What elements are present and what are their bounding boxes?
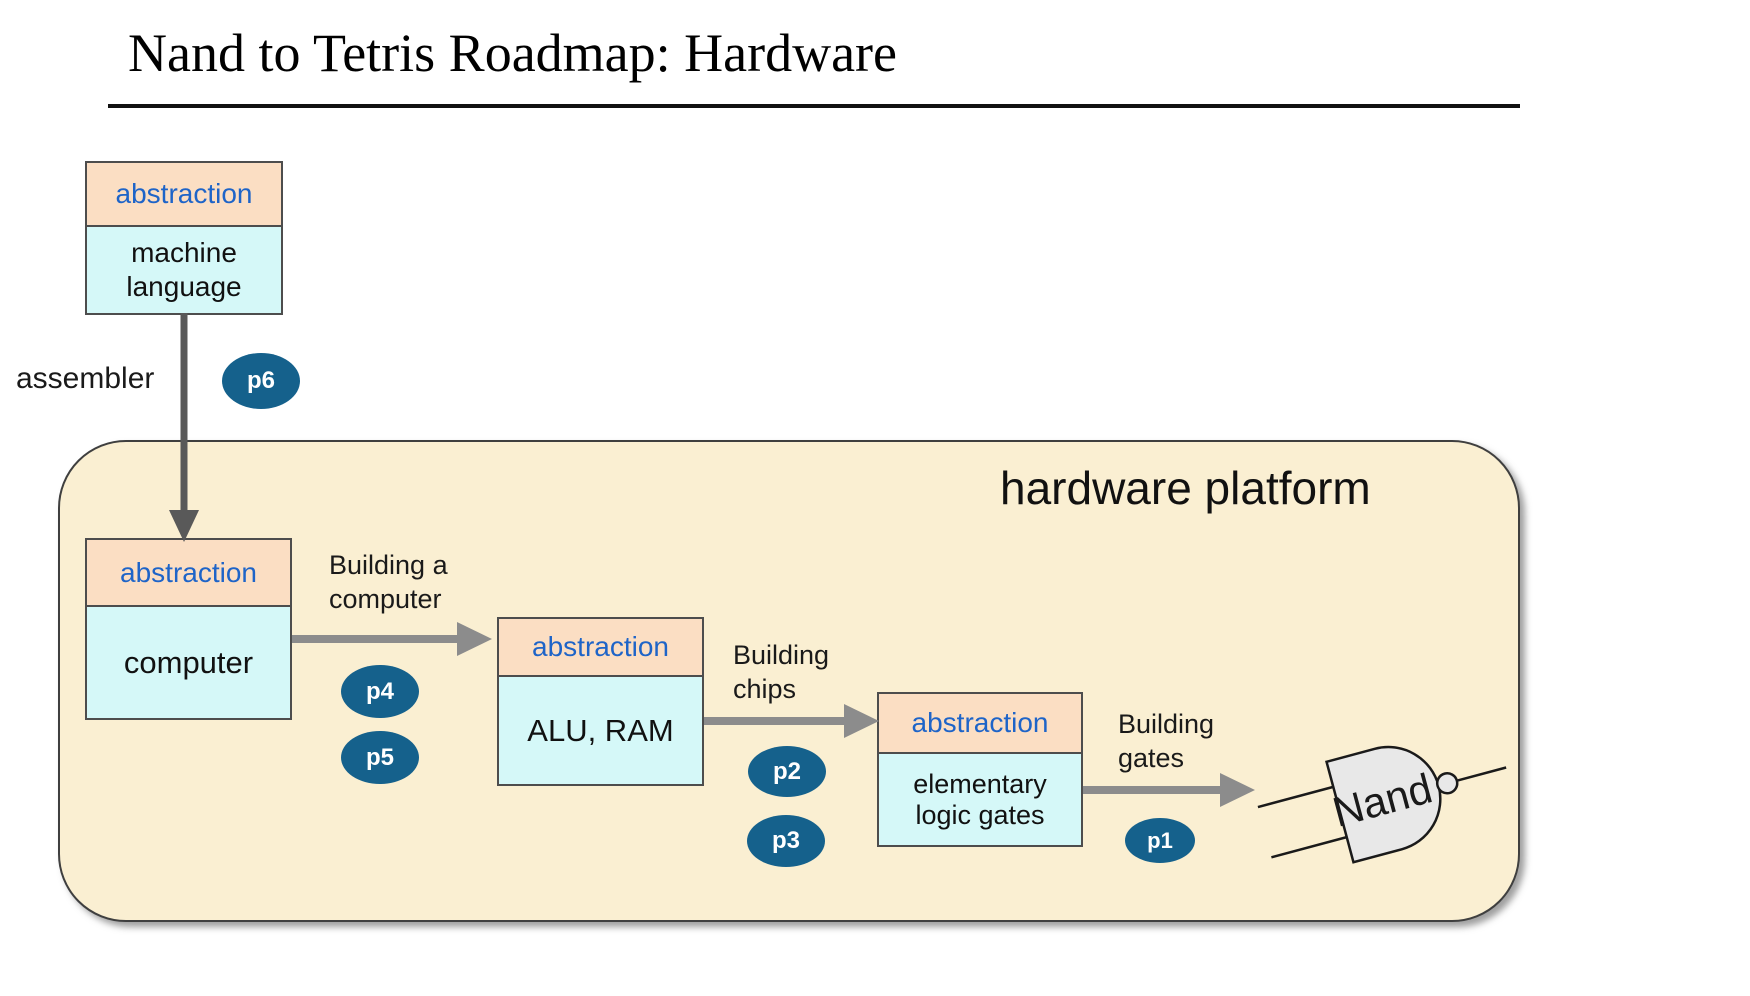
building-computer-label: Building a computer (329, 548, 448, 616)
badge-p4: p4 (341, 665, 419, 718)
machine-language-box-body: machine language (126, 237, 242, 302)
building-chips-line1: Building (733, 640, 830, 670)
building-gates-line1: Building (1118, 709, 1215, 739)
logic-gates-box-body: elementary logic gates (913, 768, 1047, 830)
alu-ram-box-body: ALU, RAM (527, 712, 674, 748)
building-chips-line2: chips (733, 674, 797, 704)
logic-gates-box-header: abstraction (879, 694, 1081, 754)
badge-p2: p2 (748, 746, 826, 797)
logic-gates-box: abstraction elementary logic gates (877, 692, 1083, 847)
alu-ram-box: abstraction ALU, RAM (497, 617, 704, 786)
building-gates-label: Building gates (1118, 707, 1214, 775)
machine-language-box-header: abstraction (87, 163, 281, 227)
hardware-platform-label: hardware platform (1000, 462, 1371, 514)
assembler-label: assembler (16, 362, 155, 395)
badge-p5: p5 (341, 731, 419, 784)
computer-box: abstraction computer (85, 538, 292, 720)
title-underline (108, 104, 1520, 108)
computer-box-header: abstraction (87, 540, 290, 607)
building-computer-line1: Building a (329, 550, 448, 580)
building-chips-label: Building chips (733, 638, 829, 706)
badge-p6: p6 (222, 353, 300, 409)
badge-p3: p3 (747, 815, 825, 867)
building-gates-line2: gates (1118, 743, 1185, 773)
badge-p1: p1 (1125, 818, 1195, 863)
alu-ram-box-header: abstraction (499, 619, 702, 677)
building-computer-line2: computer (329, 584, 442, 614)
computer-box-body: computer (123, 644, 254, 680)
machine-language-box: abstraction machine language (85, 161, 283, 315)
page-title: Nand to Tetris Roadmap: Hardware (128, 23, 897, 83)
